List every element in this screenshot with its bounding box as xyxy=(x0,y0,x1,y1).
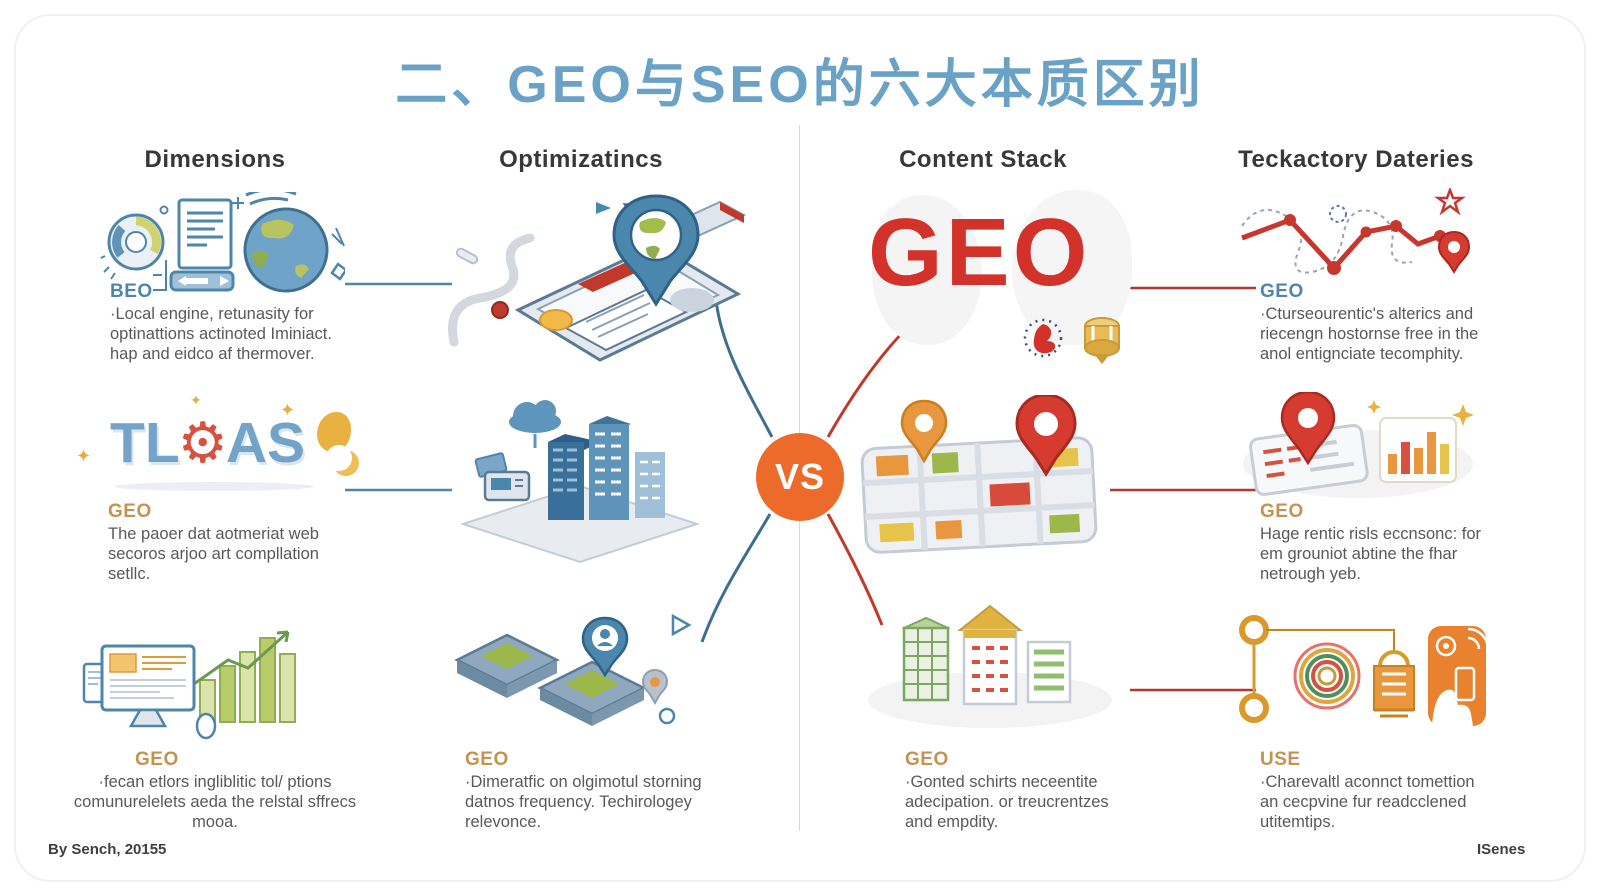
star-icon: ✦ xyxy=(280,400,296,420)
section-description: The paoer dat aotmeriat web secoros arjo… xyxy=(108,525,319,583)
tleas-text-left: TL xyxy=(110,411,180,475)
orange-tech-icons-illustration xyxy=(1239,615,1490,726)
star-icon: ✦ xyxy=(76,446,92,466)
section-label: GEO xyxy=(1260,501,1304,522)
background-blob xyxy=(872,195,982,345)
section-description: ·Charevaltl aconnct tomettion an cecpvin… xyxy=(1260,773,1475,831)
section-description: ·fecan etlors ingliblitic tol/ ptions co… xyxy=(73,773,357,831)
trend-line-chart-illustration xyxy=(1241,188,1471,275)
section-label: GEO xyxy=(135,749,179,770)
tleas-wordmark-illustration: ✦ ✦ ✦ TL ⚙ AS xyxy=(76,392,359,493)
page-title: 二、GEO与SEO的六大本质区别 xyxy=(395,56,1205,114)
vs-badge: VS xyxy=(756,433,844,521)
footer-brand: ISenes xyxy=(1477,841,1526,858)
map-with-pins-illustration xyxy=(860,395,1098,554)
isometric-map-tiles-illustration xyxy=(454,613,692,726)
isometric-buildings-illustration xyxy=(868,604,1112,728)
gear-icon: ⚙ xyxy=(177,411,228,474)
section-description: ·Cturseourentic's alterics and riecengn … xyxy=(1260,305,1479,363)
star-icon: ✦ xyxy=(190,392,202,408)
tleas-text-right: AS xyxy=(225,411,306,475)
section-description: ·Dimeratfic on olgimotul storning datnos… xyxy=(465,773,702,831)
bird-and-spool-icons xyxy=(1023,317,1120,364)
column-header-optimizations: Optimizatincs xyxy=(499,146,663,173)
section-label: BEO xyxy=(110,281,153,302)
analytics-dashboard-illustration xyxy=(100,192,345,293)
column-header-technology: Teckactory Dateries xyxy=(1238,146,1474,173)
section-label: USE xyxy=(1260,749,1301,770)
isometric-map-pin-illustration xyxy=(448,194,747,362)
column-header-dimensions: Dimensions xyxy=(144,146,286,173)
gold-crescent-icon xyxy=(326,445,359,476)
section-description: ·Local engine, retunasity for optinattio… xyxy=(110,305,332,363)
section-description: ·Gonted schirts neceentite adecipation. … xyxy=(905,773,1109,831)
geo-headline: GEO xyxy=(868,199,1091,306)
column-header-content-stack: Content Stack xyxy=(899,146,1067,173)
pin-tablet-chart-illustration xyxy=(1243,392,1474,498)
shadow-ellipse xyxy=(114,482,314,491)
section-label: GEO xyxy=(1260,281,1304,302)
section-label: GEO xyxy=(905,749,949,770)
section-label: GEO xyxy=(108,501,152,522)
footer-credit: By Sench, 20155 xyxy=(48,841,167,858)
computer-growth-chart-illustration xyxy=(82,630,296,740)
section-label: GEO xyxy=(465,749,509,770)
city-buildings-illustration xyxy=(459,400,701,564)
section-description: Hage rentic risls eccnsonc: for em groun… xyxy=(1260,525,1482,583)
